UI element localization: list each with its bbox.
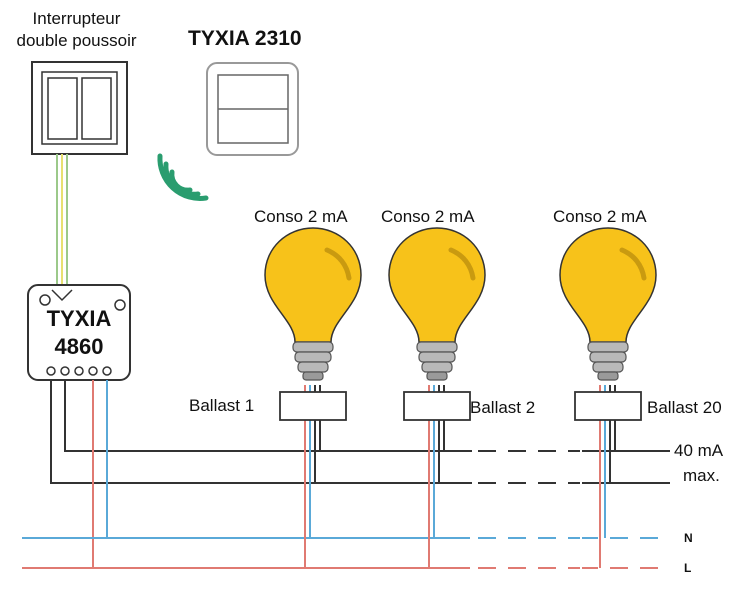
live-label: L — [684, 561, 692, 575]
bulb-highlight — [324, 247, 352, 281]
bulb-socket-tip — [597, 371, 619, 381]
switch-title-line2: double poussoir — [16, 31, 137, 50]
bulb-glass — [264, 227, 362, 343]
bulb-glass — [559, 227, 657, 343]
switch-title-line1: Interrupteur — [32, 9, 121, 28]
bulb-highlight — [448, 247, 476, 281]
bulb-socket — [418, 351, 456, 363]
conso-label-2: Conso 2 mA — [381, 207, 475, 226]
ballast-box — [403, 391, 471, 421]
bulb-socket — [297, 361, 329, 373]
bulb-2 — [388, 227, 486, 568]
tyxia4860-line1: TYXIA — [46, 306, 112, 331]
current-label-line2: max. — [683, 466, 720, 485]
ballast-label-1: Ballast 1 — [189, 396, 255, 415]
conso-label-3: Conso 2 mA — [553, 207, 647, 226]
ballast-box — [574, 391, 642, 421]
bulb-socket — [292, 341, 334, 353]
bulb-socket — [589, 351, 627, 363]
ballast-box — [279, 391, 347, 421]
conso-label-1: Conso 2 mA — [254, 207, 348, 226]
switch-wires — [56, 154, 68, 290]
switch-title: Interrupteur double poussoir — [4, 8, 149, 52]
bulb-socket — [416, 341, 458, 353]
bulb-1 — [264, 227, 362, 568]
bulb-socket — [587, 341, 629, 353]
double-push-switch — [31, 61, 128, 155]
ballast-label-2: Ballast 2 — [470, 398, 536, 417]
control-line-break — [472, 440, 582, 575]
tyxia4860-label: TYXIA 4860 — [28, 305, 130, 361]
bulb-3 — [559, 227, 657, 568]
wireless-signal-icon — [157, 153, 209, 201]
bulb-glass — [388, 227, 486, 343]
bulb-socket-tip — [426, 371, 448, 381]
tyxia2310-label: TYXIA 2310 — [188, 27, 302, 50]
bulb-highlight — [619, 247, 647, 281]
module-output-wires — [50, 380, 670, 568]
current-label-line1: 40 mA — [674, 441, 724, 460]
tyxia4860-line2: 4860 — [54, 334, 104, 359]
ballast-label-3: Ballast 20 — [647, 398, 722, 417]
bulb-socket — [421, 361, 453, 373]
bulb-socket-tip — [302, 371, 324, 381]
bulb-socket — [592, 361, 624, 373]
tyxia4860-module — [27, 284, 131, 381]
neutral-label: N — [684, 531, 693, 545]
bulb-socket — [294, 351, 332, 363]
tyxia2310-switch — [206, 62, 299, 156]
